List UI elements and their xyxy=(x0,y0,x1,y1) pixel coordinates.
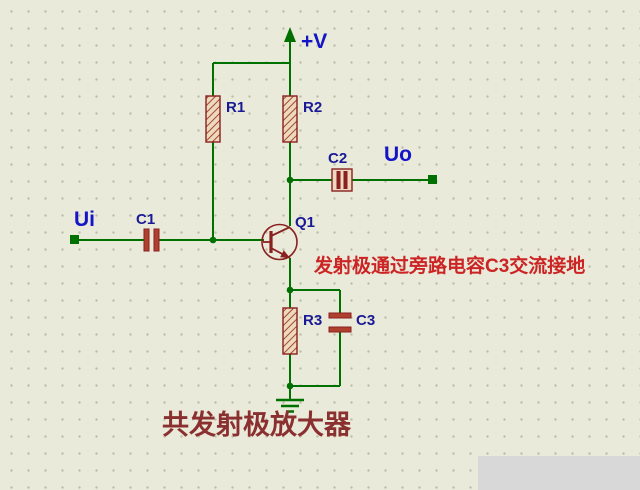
capacitor-ref: C2 xyxy=(328,150,347,167)
resistor-body xyxy=(282,307,298,355)
masked-region xyxy=(478,456,640,490)
output-signal-label: Uo xyxy=(384,143,412,166)
input-signal-label: Ui xyxy=(74,208,95,231)
wires xyxy=(79,62,428,400)
capacitor-plate xyxy=(343,171,348,189)
capacitor-c1[interactable]: C1 xyxy=(136,211,160,252)
resistor-ref: R2 xyxy=(303,99,322,116)
capacitor-plate xyxy=(336,171,341,189)
capacitor-plate xyxy=(143,228,150,252)
up-arrow-icon xyxy=(284,27,296,42)
resistor-body xyxy=(282,95,298,143)
capacitor-plate xyxy=(328,326,352,333)
capacitor-ref: C1 xyxy=(136,211,155,228)
transistor-circle xyxy=(261,223,298,261)
resistor-r2[interactable]: R2 xyxy=(282,95,322,143)
resistor-body xyxy=(205,95,221,143)
junction-dot xyxy=(286,286,294,294)
resistor-r1[interactable]: R1 xyxy=(205,95,245,143)
transistor-collector-lead xyxy=(270,226,291,237)
capacitor-c3[interactable]: C3 xyxy=(328,312,375,333)
resistor-r3[interactable]: R3 xyxy=(282,307,322,355)
resistor-ref: R3 xyxy=(303,312,322,329)
junction-dot xyxy=(286,176,294,184)
power-label: +V xyxy=(301,30,327,53)
power-terminal[interactable]: +V xyxy=(284,27,327,63)
annotation-text: 发射极通过旁路电容C3交流接地 xyxy=(313,254,585,277)
output-terminal[interactable] xyxy=(428,175,437,184)
capacitor-plate xyxy=(328,312,352,319)
capacitor-plate xyxy=(153,228,160,252)
transistor-ref: Q1 xyxy=(295,214,315,231)
schematic-caption: 共发射极放大器 xyxy=(162,409,352,440)
input-terminal[interactable] xyxy=(70,235,79,244)
capacitor-c2[interactable]: C2 xyxy=(328,150,353,192)
capacitor-body xyxy=(331,168,353,192)
junction-dots xyxy=(209,176,294,390)
resistor-ref: R1 xyxy=(226,99,245,116)
transistor-q1[interactable]: Q1 xyxy=(261,214,315,261)
ground-icon[interactable] xyxy=(276,398,304,413)
junction-dot xyxy=(209,236,217,244)
capacitor-ref: C3 xyxy=(356,312,375,329)
emitter-arrow-icon xyxy=(280,250,290,258)
junction-dot xyxy=(286,382,294,390)
